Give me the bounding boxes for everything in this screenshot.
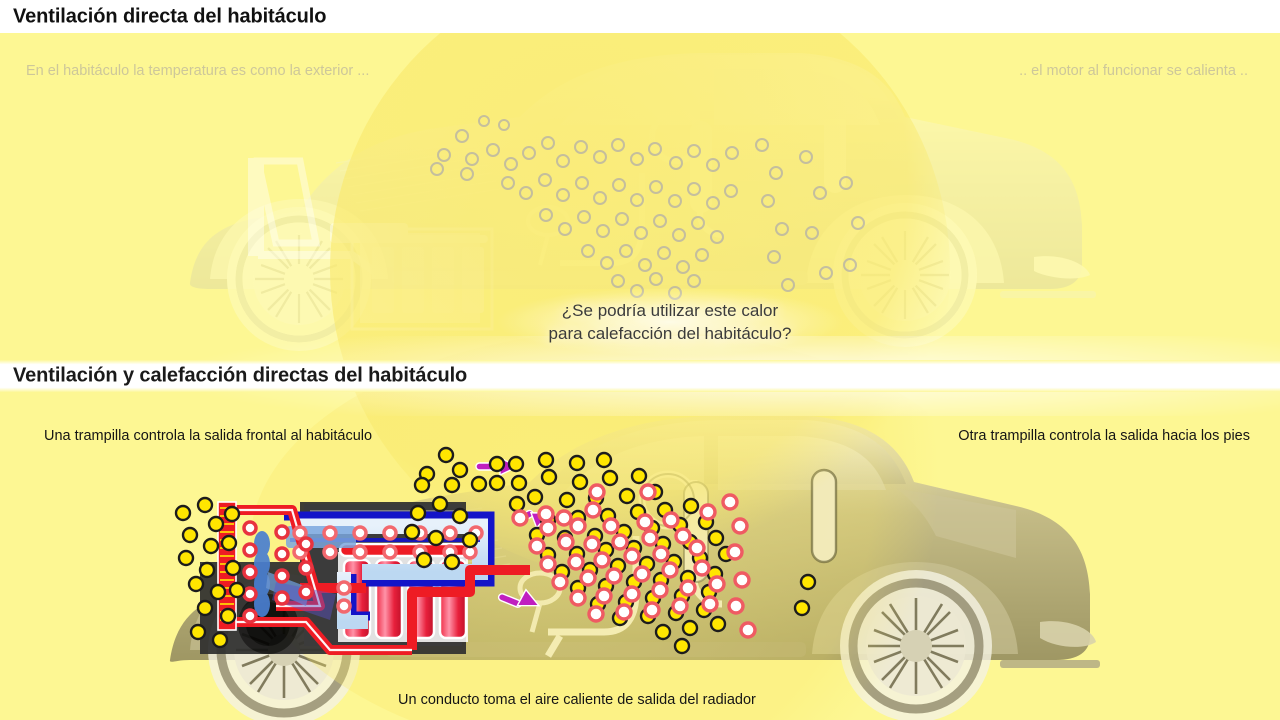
caption-top-left: En el habitáculo la temperatura es como … [26, 63, 370, 79]
caption-bottom-center: Un conducto toma el aire caliente de sal… [398, 692, 756, 708]
section-header-bottom: Ventilación y calefacción directas del h… [0, 360, 1280, 392]
fan-airflow [272, 582, 336, 620]
air-particles-bottom [174, 446, 817, 655]
cold-air-intake [174, 496, 246, 649]
section-header-top: Ventilación directa del habitáculo [0, 0, 1280, 33]
question-callout: ¿Se podría utilizar este calor para cale… [470, 300, 870, 346]
air-particles-top [430, 115, 865, 300]
page-title-bottom: Ventilación y calefacción directas del h… [13, 364, 468, 387]
question-line-2: para calefacción del habitáculo? [548, 323, 792, 343]
cold-air-cowl [413, 446, 506, 494]
page-title-top: Ventilación directa del habitáculo [13, 5, 327, 27]
section-direct-ventilation: En el habitáculo la temperatura es como … [0, 33, 1280, 360]
caption-bottom-right: Otra trampilla controla la salida hacia … [958, 428, 1250, 444]
feet-outlet-air [654, 573, 817, 655]
cabin-hot-air [511, 483, 757, 639]
flap-arrow-icon-feet [497, 588, 541, 608]
question-line-1: ¿Se podría utilizar este calor [561, 301, 779, 320]
cooling-and-heating-system [200, 456, 551, 655]
caption-bottom-left: Una trampilla controla la salida frontal… [44, 428, 373, 444]
caption-top-right: .. el motor al funcionar se calienta .. [1019, 63, 1248, 79]
section-ventilation-and-heating: Una trampilla controla la salida frontal… [0, 392, 1280, 720]
